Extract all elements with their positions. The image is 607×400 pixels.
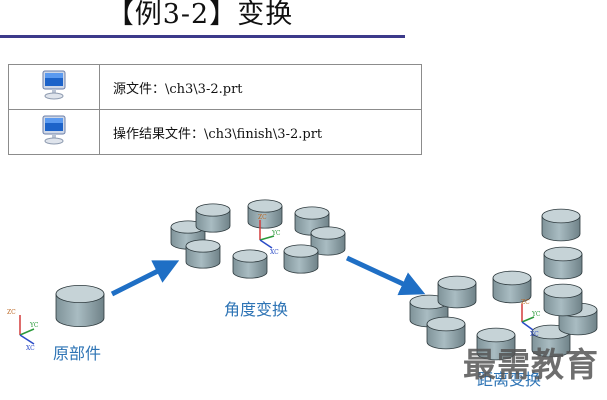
- label-original-part: 原部件: [53, 344, 102, 363]
- cylinder: [195, 203, 231, 233]
- cylinder: [541, 208, 581, 242]
- label-angle-transform: 角度变换: [224, 300, 289, 319]
- cylinder: [310, 226, 346, 256]
- computer-monitor-icon: [42, 115, 66, 145]
- cylinder: [426, 316, 466, 350]
- cylinder: [247, 199, 283, 229]
- svg-text:ZC: ZC: [521, 299, 530, 306]
- cylinder: [476, 327, 516, 361]
- cylinder-group: [55, 199, 598, 361]
- cylinder: [55, 284, 105, 328]
- cylinder: [232, 249, 268, 279]
- source-file-text: 源文件：\ch3\3-2.prt: [99, 64, 422, 110]
- coordinate-triad: ZC YC XC: [258, 214, 281, 256]
- arrow-to-angle: [110, 260, 180, 297]
- icon-cell: [8, 64, 100, 110]
- watermark-logo: 最需教育: [463, 345, 599, 384]
- result-file-text: 操作结果文件：\ch3\finish\3-2.prt: [99, 109, 422, 155]
- svg-text:YC: YC: [29, 322, 39, 329]
- computer-monitor-icon: [42, 70, 66, 100]
- coordinate-triad: ZC YC XC: [7, 309, 39, 352]
- cylinder: [543, 246, 583, 280]
- svg-text:XC: XC: [26, 345, 35, 352]
- svg-text:ZC: ZC: [258, 214, 267, 221]
- title-rule: [0, 35, 405, 38]
- svg-text:XC: XC: [530, 331, 539, 338]
- file-table: 源文件：\ch3\3-2.prt 操作结果文件：\ch3\finish\3-2.…: [8, 64, 422, 155]
- table-row: 操作结果文件：\ch3\finish\3-2.prt: [8, 109, 422, 155]
- label-distance-transform: 距离变换: [477, 370, 542, 389]
- cylinder: [543, 283, 583, 317]
- icon-cell: [8, 109, 100, 155]
- svg-text:ZC: ZC: [7, 309, 16, 316]
- page-title: 【例3-2】变换: [106, 0, 294, 30]
- table-row: 源文件：\ch3\3-2.prt: [8, 64, 422, 110]
- svg-text:XC: XC: [270, 249, 279, 256]
- coordinate-triad: ZC YC XC: [521, 299, 541, 338]
- svg-text:YC: YC: [271, 230, 281, 237]
- svg-text:YC: YC: [531, 311, 541, 318]
- arrow-to-distance: [345, 255, 426, 296]
- cylinder: [283, 244, 319, 274]
- cylinder: [437, 275, 477, 309]
- cylinder: [185, 239, 221, 269]
- cylinder: [492, 270, 532, 304]
